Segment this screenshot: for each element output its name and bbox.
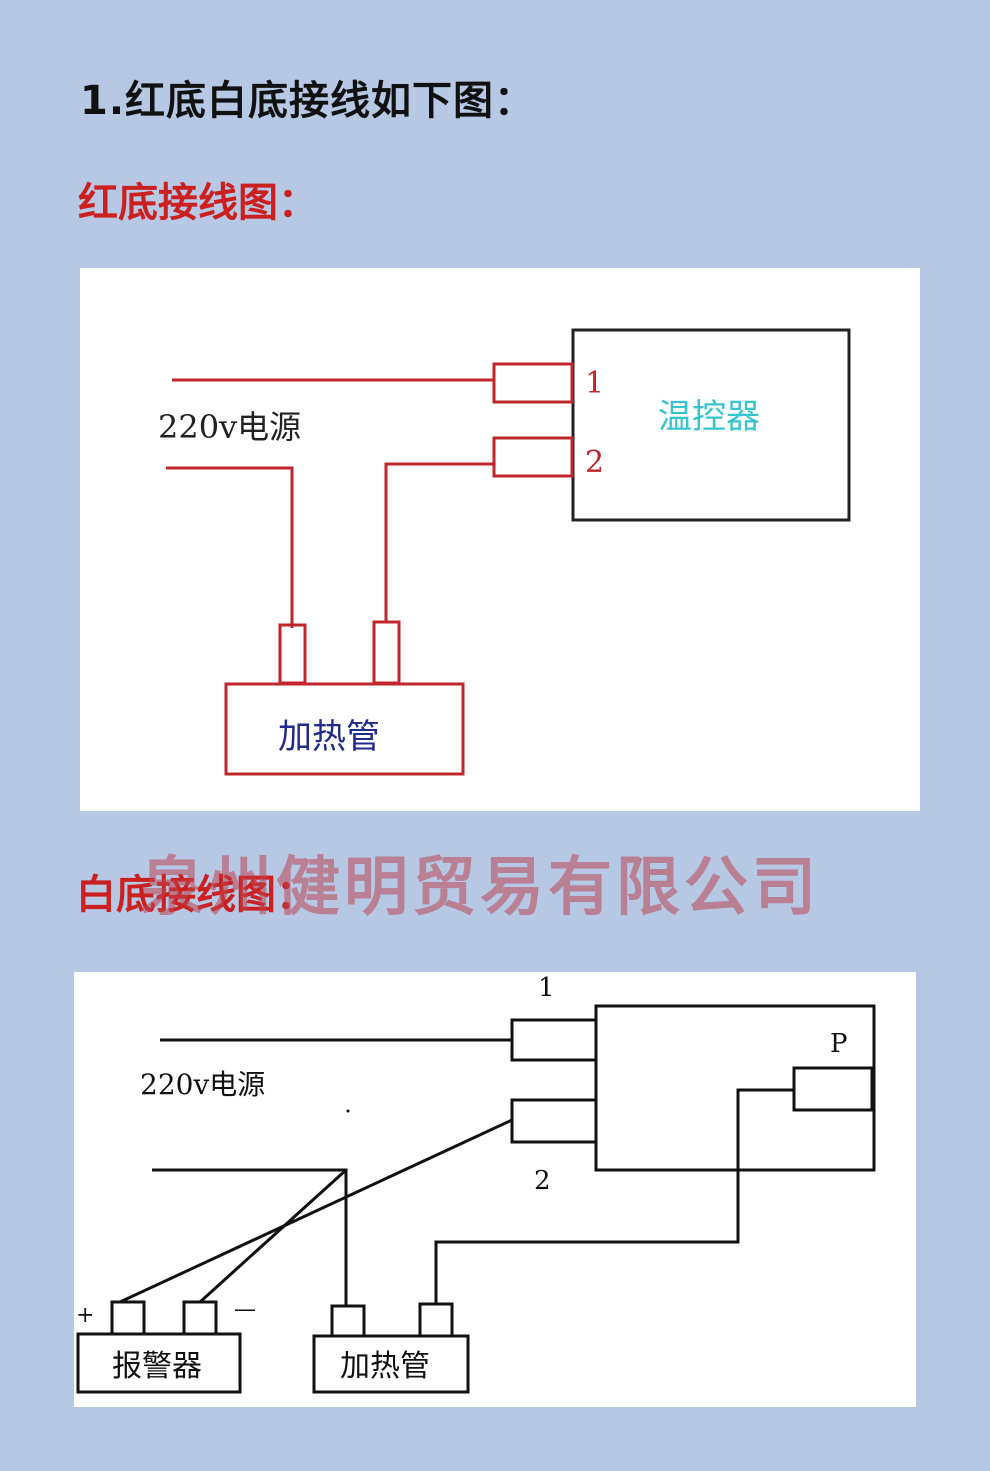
heater-pin-left — [278, 623, 307, 685]
white-wiring-diagram: 1 2 P 220v电源 + — 报警器 加热管 — [74, 972, 916, 1407]
terminal-1-label: 1 — [585, 366, 604, 401]
alarm-minus-wire — [198, 1168, 348, 1304]
heater-box — [224, 682, 465, 776]
alarm-plus-wire — [119, 1118, 513, 1304]
thermostat-box — [571, 328, 851, 522]
power-wire-bottom — [152, 1168, 348, 1306]
terminal-p-label: P — [830, 1029, 848, 1059]
page-heading: 1.红底白底接线如下图： — [80, 78, 536, 124]
stray-dot — [346, 1109, 350, 1113]
terminal-1-box — [492, 362, 574, 404]
terminal-1-box — [510, 1018, 598, 1062]
heater-box — [312, 1334, 470, 1394]
controller-box — [594, 1004, 876, 1172]
terminal-1-label: 1 — [538, 973, 555, 1003]
terminal-2-box — [510, 1098, 598, 1144]
plus-label: + — [76, 1303, 94, 1328]
terminal-2-box — [492, 436, 574, 478]
power-wire-bottom — [166, 466, 294, 628]
minus-label: — — [234, 1297, 256, 1322]
terminal-2-label: 2 — [534, 1166, 551, 1196]
white-wiring-svg: 1 2 P 220v电源 + — 报警器 加热管 — [76, 973, 876, 1394]
red-wiring-svg: 220v电源 1 2 温控器 加热管 — [158, 328, 851, 776]
terminal-2-label: 2 — [585, 445, 604, 480]
heater-pin-left — [330, 1304, 366, 1338]
white-diagram-title: 白底接线图： — [76, 872, 316, 918]
power-label: 220v电源 — [158, 408, 301, 446]
alarm-pin-minus — [182, 1300, 218, 1336]
heater-to-terminal-2-wire — [384, 462, 494, 623]
heater-label: 加热管 — [340, 1349, 430, 1384]
red-diagram-title: 红底接线图： — [78, 180, 318, 226]
heater-pin-right — [418, 1302, 454, 1338]
terminal-p-box — [792, 1066, 874, 1112]
heater-pin-right — [372, 620, 401, 685]
alarm-box — [76, 1332, 242, 1394]
p-terminal-wire — [434, 1088, 794, 1304]
company-watermark: 泉州健明贸易有限公司 — [140, 851, 820, 925]
alarm-label: 报警器 — [112, 1349, 202, 1384]
alarm-pin-plus — [110, 1300, 146, 1336]
red-wiring-diagram: 220v电源 1 2 温控器 加热管 — [80, 268, 920, 811]
power-label: 220v电源 — [140, 1068, 265, 1101]
heater-label: 加热管 — [278, 717, 380, 757]
thermostat-label: 温控器 — [658, 397, 760, 437]
